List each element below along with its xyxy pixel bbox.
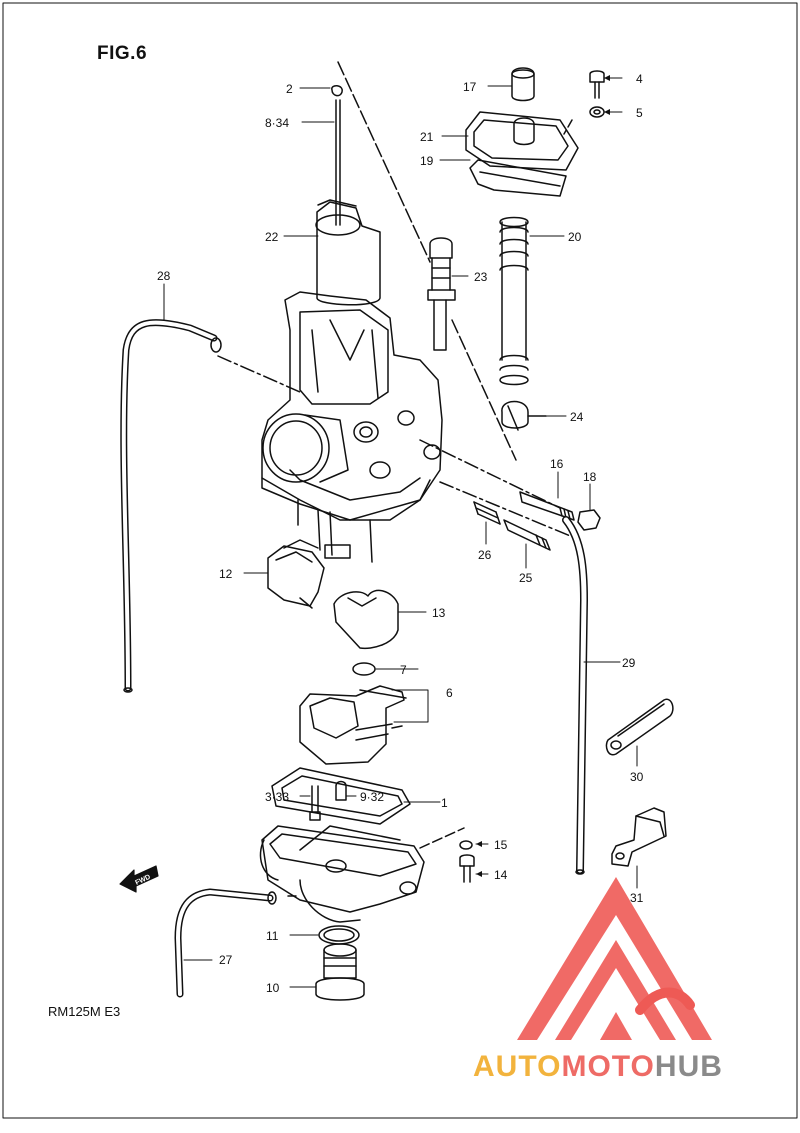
- figure-title: FIG.6: [97, 43, 148, 64]
- bracket-31: [611, 807, 667, 867]
- model-code: RM125M E3: [48, 1004, 121, 1019]
- part-label-4: 4: [636, 72, 643, 86]
- o-ring-7: [352, 662, 376, 676]
- washer-5: [589, 106, 605, 118]
- watermark-logo: [517, 877, 712, 1040]
- throttle-slide-22: [315, 199, 381, 306]
- washer-15: [459, 840, 473, 850]
- hose-27: [174, 888, 297, 998]
- part-label-18: 18: [583, 470, 597, 484]
- brand-hub: HUB: [654, 1050, 723, 1083]
- bolt-4: [589, 70, 605, 99]
- watermark-brand: AUTOMOTOHUB: [473, 1050, 723, 1084]
- part-label-12: 12: [219, 567, 233, 581]
- part-label-5: 5: [636, 106, 643, 120]
- hose-29: [562, 516, 588, 875]
- screw-14: [459, 854, 475, 883]
- part-label-20: 20: [568, 230, 582, 244]
- brand-auto: AUTO: [473, 1050, 562, 1083]
- part-label-24: 24: [570, 410, 584, 424]
- spring-20: [499, 216, 529, 386]
- screw-16: [519, 491, 575, 521]
- drain-plug-10: [315, 943, 365, 1001]
- part-label-15: 15: [494, 838, 508, 852]
- part-label-21: 21: [420, 130, 434, 144]
- part-label-16: 16: [550, 457, 564, 471]
- fwd-arrow: [119, 865, 159, 893]
- part-label-26: 26: [478, 548, 492, 562]
- svg-text:FWD: FWD: [134, 874, 151, 887]
- gasket-1: [271, 767, 411, 825]
- part-label-30: 30: [630, 770, 644, 784]
- part-label-13: 13: [432, 606, 446, 620]
- part-12: [267, 539, 325, 609]
- part-label-17: 17: [463, 80, 477, 94]
- screw-25: [503, 519, 551, 551]
- part-label-27: 27: [219, 953, 233, 967]
- part-label-9-32: 9·32: [360, 790, 385, 804]
- jet-3-33: [309, 785, 321, 821]
- part-label-28: 28: [157, 269, 171, 283]
- brand-moto: MOTO: [561, 1050, 655, 1083]
- part-label-6: 6: [446, 686, 453, 700]
- part-label-25: 25: [519, 571, 533, 585]
- part-13: [333, 589, 399, 650]
- jet-9-32: [335, 780, 347, 801]
- part-17: [511, 67, 535, 102]
- spring-26: [473, 501, 501, 525]
- part-label-8-34: 8·34: [265, 116, 290, 130]
- part-label-22: 22: [265, 230, 279, 244]
- nut-18: [577, 509, 601, 531]
- part-label-1: 1: [441, 796, 448, 810]
- cover-21: [465, 111, 579, 197]
- part-label-10: 10: [266, 981, 280, 995]
- part-label-14: 14: [494, 868, 508, 882]
- fwd-label: FWD: [134, 874, 151, 887]
- bracket-30: [605, 698, 674, 756]
- part-label-29: 29: [622, 656, 636, 670]
- carburetor-body: [261, 291, 443, 563]
- part-label-11: 11: [266, 929, 279, 943]
- part-label-31: 31: [630, 891, 644, 905]
- part-label-19: 19: [420, 154, 434, 168]
- part-label-23: 23: [474, 270, 488, 284]
- float-bowl: [259, 825, 425, 923]
- part-label-2: 2: [286, 82, 293, 96]
- hose-28: [120, 319, 222, 693]
- float-6: [299, 685, 407, 765]
- part-23: [427, 237, 456, 351]
- part-label-3-33: 3·33: [265, 790, 290, 804]
- part-label-7: 7: [400, 663, 407, 677]
